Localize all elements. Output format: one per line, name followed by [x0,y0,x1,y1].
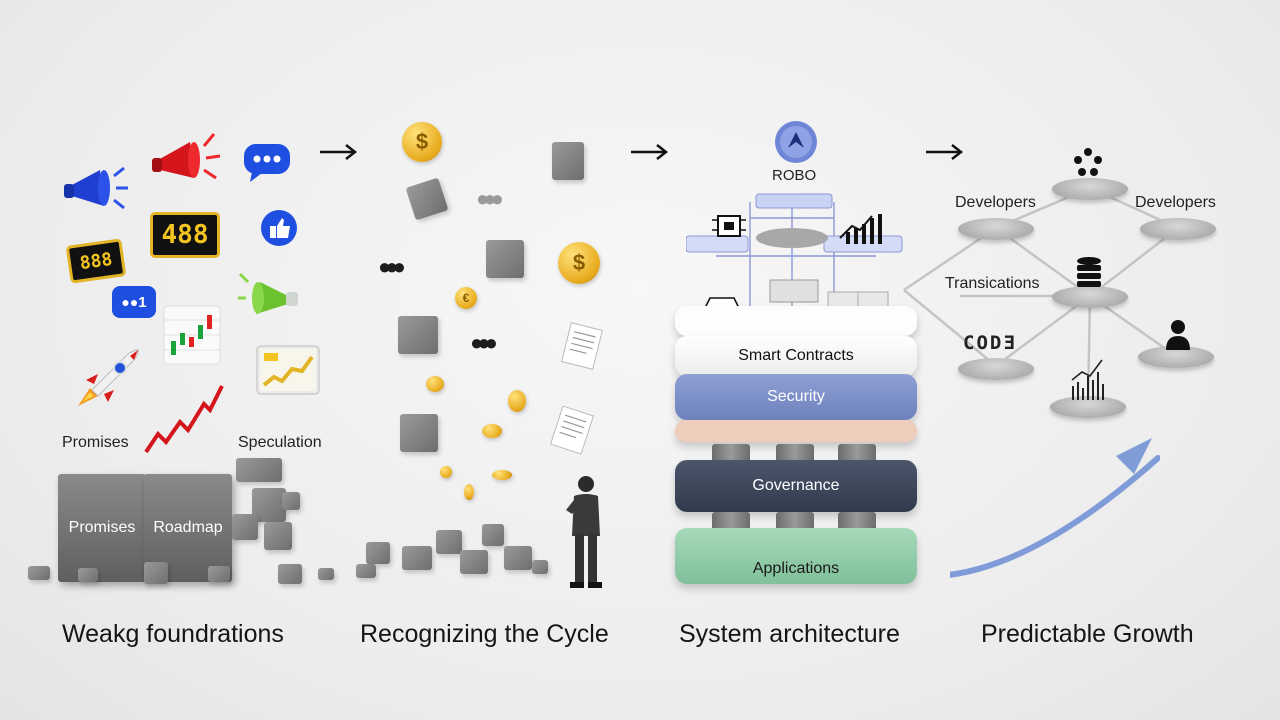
network-node [1052,286,1128,308]
rubble-pile [232,458,312,568]
layer-label: Security [767,388,825,405]
framework-structure [686,193,903,316]
arrow-right-icon [926,144,964,160]
layer-smart-contracts: Smart Contracts [675,336,917,376]
foundation-block-label: Roadmap [153,519,223,536]
step-caption: Predictable Growth [981,620,1194,648]
trend-line-icon [144,385,224,454]
coin-icon [440,466,452,478]
developers-label: Developers [1135,194,1216,211]
step-caption: System architecture [679,620,900,648]
developers-label: Developers [955,194,1036,211]
layer-separator [675,420,917,442]
transactions-label: Transications [945,275,1040,292]
circuit-icon [712,215,746,237]
layer-label: Smart Contracts [738,347,854,364]
cube-icon [398,316,438,354]
businessman-figure [566,476,602,588]
analytics-icon [1071,359,1104,400]
layer-governance: Governance [675,460,917,512]
coin-icon [482,424,502,438]
network-node [1050,396,1126,418]
arrow-right-icon [631,144,669,160]
layer-security: Security [675,374,917,420]
ticker-display: 888 [65,238,127,284]
cube-icon [552,142,584,180]
user-icon [1166,320,1190,350]
step-caption: Weakg foundrations [62,620,284,648]
speculation-label: Speculation [238,434,322,451]
coin-icon: $ [558,242,600,284]
coin-icon [492,470,512,480]
promises-label: Promises [62,434,129,451]
candlestick-chart-icon [163,305,221,365]
foundation-block-label: Promises [68,519,136,536]
coin-icon [426,376,444,392]
cube-icon [486,240,524,278]
chart-card-icon [256,345,320,395]
growth-arrow-icon [950,438,1160,578]
coin-icon: $ [402,122,442,162]
people-group-icon: ●●● [378,254,406,279]
layer-label: Applications [752,560,840,577]
code-label: CODƎ [963,332,1017,354]
coin-icon [508,390,526,412]
stack-top-plate [675,306,917,336]
network-node [1138,346,1214,368]
growth-chart-icon [839,214,882,244]
step-caption: Recognizing the Cycle [360,620,609,648]
rubble-pile [28,560,348,590]
document-icon [561,322,603,370]
database-icon [1077,257,1101,287]
people-group-icon: ●●● [476,186,504,211]
coin-icon: € [455,287,477,309]
thumbs-up-icon [261,210,297,246]
cube-icon [400,414,438,452]
ticker-display: 488 [150,212,220,258]
rubble-pile [356,516,552,580]
coin-icon [464,484,474,500]
rocket-icon [78,349,139,406]
hub-icon [1074,148,1102,176]
layer-applications: Applications [675,528,917,584]
foundation-block: Promises [58,474,146,582]
users-badge: ●●1 [112,286,156,318]
robo-logo-icon [775,121,817,163]
layer-label: Governance [752,477,840,494]
chat-bubble-icon [244,144,290,182]
arrow-right-icon [320,144,358,160]
network-node [1052,178,1128,200]
network-node [958,218,1034,240]
megaphone-icon [64,166,128,210]
document-icon [549,406,595,455]
cube-icon [405,177,449,221]
brand-label: ROBO [772,167,817,184]
network-node [958,358,1034,380]
users-count: 1 [138,293,147,311]
users-icon: ●● [121,294,139,310]
network-node [1140,218,1216,240]
megaphone-icon [238,272,298,314]
people-group-icon: ●●● [470,330,498,355]
megaphone-icon [152,133,221,180]
